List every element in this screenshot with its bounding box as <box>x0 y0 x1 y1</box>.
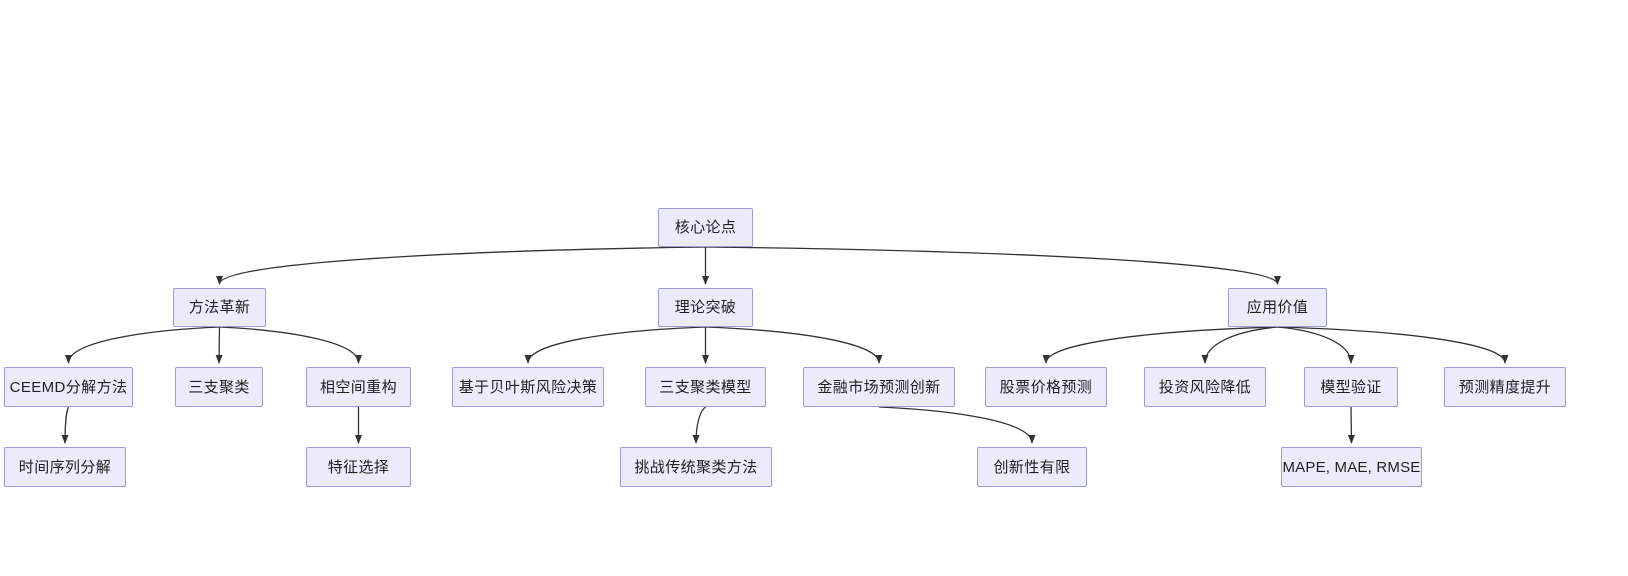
flowchart-node-limited[interactable]: 创新性有限 <box>977 447 1087 487</box>
node-label: 方法革新 <box>188 299 251 316</box>
edge-method-to-three_way <box>215 326 223 364</box>
node-label: 模型验证 <box>1320 378 1382 396</box>
flowchart-node-bayes[interactable]: 基于贝叶斯风险决策 <box>452 367 604 407</box>
flowchart-node-phase[interactable]: 相空间重构 <box>306 367 411 407</box>
edge-method-to-ceemd <box>65 326 220 364</box>
node-label: 相空间重构 <box>319 378 397 396</box>
node-label: 投资风险降低 <box>1158 378 1252 396</box>
node-label: 特征选择 <box>327 458 390 476</box>
edge-ceemd-to-ts_decomp <box>61 406 70 444</box>
flowchart-node-stock[interactable]: 股票价格预测 <box>985 367 1107 407</box>
node-label: 核心论点 <box>674 219 737 236</box>
flowchart-node-ts_decomp[interactable]: 时间序列分解 <box>4 447 126 487</box>
flowchart-node-three_way[interactable]: 三支聚类 <box>175 367 263 407</box>
edge-root-to-method <box>216 246 706 285</box>
flowchart-node-validate[interactable]: 模型验证 <box>1304 367 1398 407</box>
flowchart-node-finance[interactable]: 金融市场预测创新 <box>803 367 955 407</box>
node-label: 理论突破 <box>674 299 737 316</box>
edge-validate-to-metrics <box>1347 406 1355 444</box>
edge-application-to-accuracy <box>1277 326 1509 364</box>
node-label: 应用价值 <box>1246 299 1309 316</box>
flowchart-node-challenge[interactable]: 挑战传统聚类方法 <box>620 447 772 487</box>
edge-root-to-application <box>705 246 1281 285</box>
node-label: 股票价格预测 <box>999 378 1093 396</box>
flowchart-node-theory[interactable]: 理论突破 <box>658 288 753 327</box>
flowchart-node-method[interactable]: 方法革新 <box>173 288 266 327</box>
flowchart-node-metrics[interactable]: MAPE, MAE, RMSE <box>1281 447 1422 487</box>
flowchart-node-ceemd[interactable]: CEEMD分解方法 <box>4 367 133 407</box>
flowchart-node-feature[interactable]: 特征选择 <box>306 447 411 487</box>
edge-application-to-validate <box>1277 326 1355 364</box>
edge-method-to-phase <box>219 326 362 364</box>
node-label: 三支聚类 <box>188 378 250 396</box>
flowchart-node-accuracy[interactable]: 预测精度提升 <box>1444 367 1566 407</box>
flowchart-node-risk[interactable]: 投资风险降低 <box>1144 367 1266 407</box>
flowchart-node-application[interactable]: 应用价值 <box>1228 288 1327 327</box>
edge-application-to-risk <box>1201 326 1278 364</box>
node-label: 挑战传统聚类方法 <box>634 458 758 476</box>
flowchart-node-twd_model[interactable]: 三支聚类模型 <box>645 367 766 407</box>
node-label: 预测精度提升 <box>1458 378 1552 396</box>
node-label: MAPE, MAE, RMSE <box>1282 458 1421 476</box>
node-label: 时间序列分解 <box>18 458 112 476</box>
edge-finance-to-limited <box>878 406 1036 444</box>
node-label: 三支聚类模型 <box>659 378 752 396</box>
edge-theory-to-finance <box>705 326 883 364</box>
flowchart-node-root[interactable]: 核心论点 <box>658 208 753 247</box>
node-label: 基于贝叶斯风险决策 <box>458 378 598 396</box>
node-label: 金融市场预测创新 <box>817 378 941 396</box>
edge-twd_model-to-challenge <box>692 406 706 444</box>
node-label: 创新性有限 <box>993 458 1071 476</box>
node-label: CEEMD分解方法 <box>9 378 128 396</box>
edge-theory-to-bayes <box>524 326 706 364</box>
edge-application-to-stock <box>1042 326 1278 364</box>
